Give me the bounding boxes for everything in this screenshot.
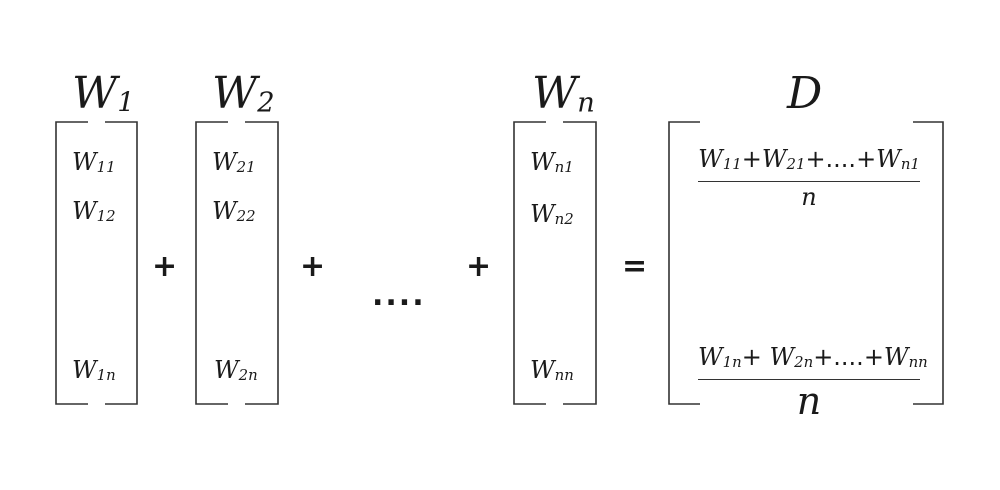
bracket-left-w2 (195, 121, 228, 405)
matrix-w1-heading: W1 (72, 72, 135, 125)
bracket-left-wn (513, 121, 546, 405)
result-fraction-top: W11+W21+....+Wn1 n (698, 144, 920, 210)
heading-subscript: 2 (257, 87, 275, 119)
bracket-right-w2 (245, 121, 279, 405)
bracket-right-wn (563, 121, 597, 405)
equals-operator: = (622, 249, 648, 284)
entry-w12: W12 (72, 197, 116, 225)
entry-w1n: W1n (72, 356, 116, 384)
matrix-w2-heading: W2 (212, 72, 275, 125)
matrix-wn-heading: Wn (532, 72, 595, 125)
fraction-numerator: W1n+ W2n+....+Wnn (698, 343, 928, 371)
matrix-d-heading: D (787, 68, 823, 119)
entry-w2n: W2n (214, 356, 258, 384)
fraction-numerator: W11+W21+....+Wn1 (698, 145, 920, 173)
fraction-denominator: n (796, 379, 822, 424)
fraction-bar (698, 378, 920, 381)
entry-wn1: Wn1 (530, 148, 574, 176)
heading-base: W (72, 68, 118, 119)
heading-base: W (212, 68, 258, 119)
result-fraction-bottom: W1n+ W2n+....+Wnn n (698, 342, 928, 424)
heading-subscript: n (577, 87, 595, 119)
heading-subscript: 1 (117, 87, 135, 119)
entry-w21: W21 (212, 148, 256, 176)
bracket-left-w1 (55, 121, 88, 405)
plus-operator-1: + (152, 249, 178, 284)
plus-operator-3: + (466, 249, 492, 284)
ellipsis: .... (372, 278, 426, 313)
bracket-right-w1 (105, 121, 138, 405)
heading-base: W (532, 68, 578, 119)
entry-wnn: Wnn (530, 356, 574, 384)
entry-w11: W11 (72, 148, 116, 176)
entry-wn2: Wn2 (530, 200, 574, 228)
fraction-denominator: n (801, 183, 817, 212)
entry-w22: W22 (212, 197, 256, 225)
fraction-bar (698, 180, 920, 183)
plus-operator-2: + (300, 249, 326, 284)
bracket-left-d (668, 121, 700, 405)
bracket-right-d (913, 121, 944, 405)
